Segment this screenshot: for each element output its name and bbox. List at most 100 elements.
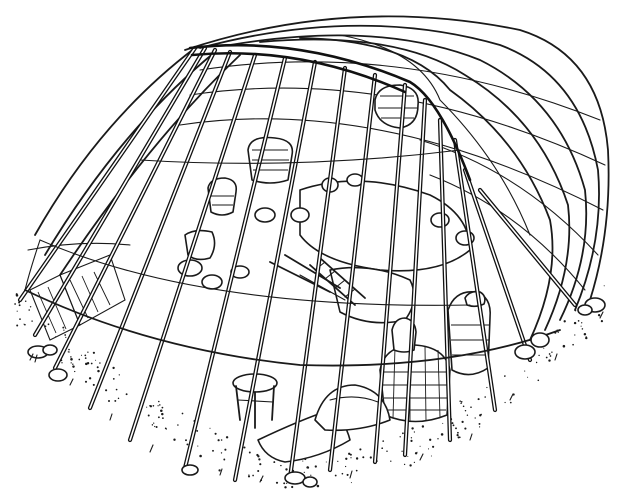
stipple-dot [464, 409, 467, 412]
stipple-dot [414, 452, 418, 455]
stipple-dot [47, 323, 50, 326]
stipple-dot [217, 439, 220, 442]
stipple-dot [149, 404, 151, 407]
stipple-dot [574, 334, 576, 336]
stipple-dot [115, 388, 118, 391]
stipple-dot [345, 457, 348, 460]
stipple-dot [105, 389, 108, 392]
grass-tufts [29, 311, 604, 483]
stipple-dot [303, 471, 305, 473]
stipple-dot [114, 399, 117, 402]
stipple-dot [286, 482, 288, 484]
stipple-dot [549, 355, 552, 357]
stipple-dot [341, 472, 344, 475]
stipple-dot [470, 406, 472, 408]
stipple-dot [563, 320, 566, 323]
stipple-dot [16, 324, 19, 327]
stipple-dot [181, 412, 184, 415]
stipple-dot [461, 420, 464, 424]
stipple-dot [432, 445, 435, 448]
stipple-dot [112, 366, 115, 370]
stipple-dot [199, 454, 202, 458]
stipple-dot [350, 457, 352, 459]
stipple-dot [65, 336, 67, 339]
stipple-dot [74, 370, 76, 373]
stipple-dot [349, 453, 352, 456]
stipple-dot [68, 348, 70, 351]
stipple-dot [154, 425, 156, 428]
stipple-dot [84, 357, 87, 359]
stipple-dot [460, 402, 462, 405]
stipple-dot [152, 405, 155, 407]
stipple-dot [70, 362, 72, 364]
stipple-dot [61, 362, 63, 364]
stipple-dot [479, 426, 481, 428]
stipple-dot [350, 482, 352, 484]
stipple-dot [548, 353, 551, 355]
stipple-dot [583, 332, 587, 336]
leaning-poles [17, 43, 578, 483]
stipple-dot [382, 440, 385, 442]
stipple-dot [99, 362, 101, 364]
stipple-dot [273, 461, 276, 464]
stipple-dot [70, 358, 73, 361]
stipple-dot [457, 436, 460, 439]
stipple-dot [585, 336, 588, 340]
stipple-dot [402, 432, 404, 435]
stipple-dot [92, 351, 95, 354]
stipple-dot [474, 417, 476, 419]
stipple-dot [427, 448, 430, 450]
stipple-dot [386, 450, 388, 452]
stipple-dot [28, 309, 30, 311]
stipple-dot [535, 361, 538, 364]
binding-rope [24, 149, 561, 367]
stipple-dot [247, 475, 251, 478]
stipple-dot [509, 401, 512, 404]
stipple-dot [108, 400, 110, 402]
stipple-dot [413, 461, 416, 464]
stipple-dot [310, 474, 312, 476]
stipple-dot [29, 306, 32, 308]
stipple-dot [285, 468, 288, 471]
stipple-dot [411, 427, 414, 430]
stipple-dot [165, 428, 168, 430]
stipple-dot [14, 303, 16, 305]
stipple-dot [403, 463, 406, 466]
stipple-dot [97, 369, 100, 373]
stipple-dot [159, 404, 161, 406]
stipple-dot [437, 438, 439, 440]
stipple-dot [161, 412, 164, 416]
stipple-dot [220, 452, 223, 454]
stipple-dot [248, 474, 250, 476]
stipple-dot [419, 445, 421, 447]
stipple-dot [479, 414, 482, 417]
foot-stones [27, 297, 606, 488]
stipple-dot [457, 431, 459, 434]
stipple-dot [316, 484, 320, 488]
stipple-dot [248, 451, 251, 454]
stipple-dot [62, 326, 65, 329]
stipple-dot [548, 359, 551, 362]
stipple-dot [581, 328, 584, 330]
stipple-dot [346, 473, 349, 476]
stipple-dot [527, 376, 529, 378]
stipple-dot [562, 344, 566, 348]
stipple-dot [157, 416, 160, 419]
stipple-dot [15, 294, 19, 297]
stipple-dot [337, 460, 339, 463]
stipple-dot [284, 486, 287, 489]
stipple-dot [64, 334, 67, 336]
stipple-dot [161, 406, 164, 409]
stipple-dot [252, 474, 254, 477]
stipple-dot [153, 422, 155, 424]
stipple-dot [72, 363, 74, 365]
stipple-dot [225, 436, 229, 439]
stipple-dot [585, 336, 587, 338]
stipple-dot [80, 354, 83, 356]
stipple-dot [410, 437, 413, 439]
stipple-dot [477, 398, 480, 401]
stipple-dot [275, 481, 279, 484]
stipple-dot [258, 458, 261, 461]
